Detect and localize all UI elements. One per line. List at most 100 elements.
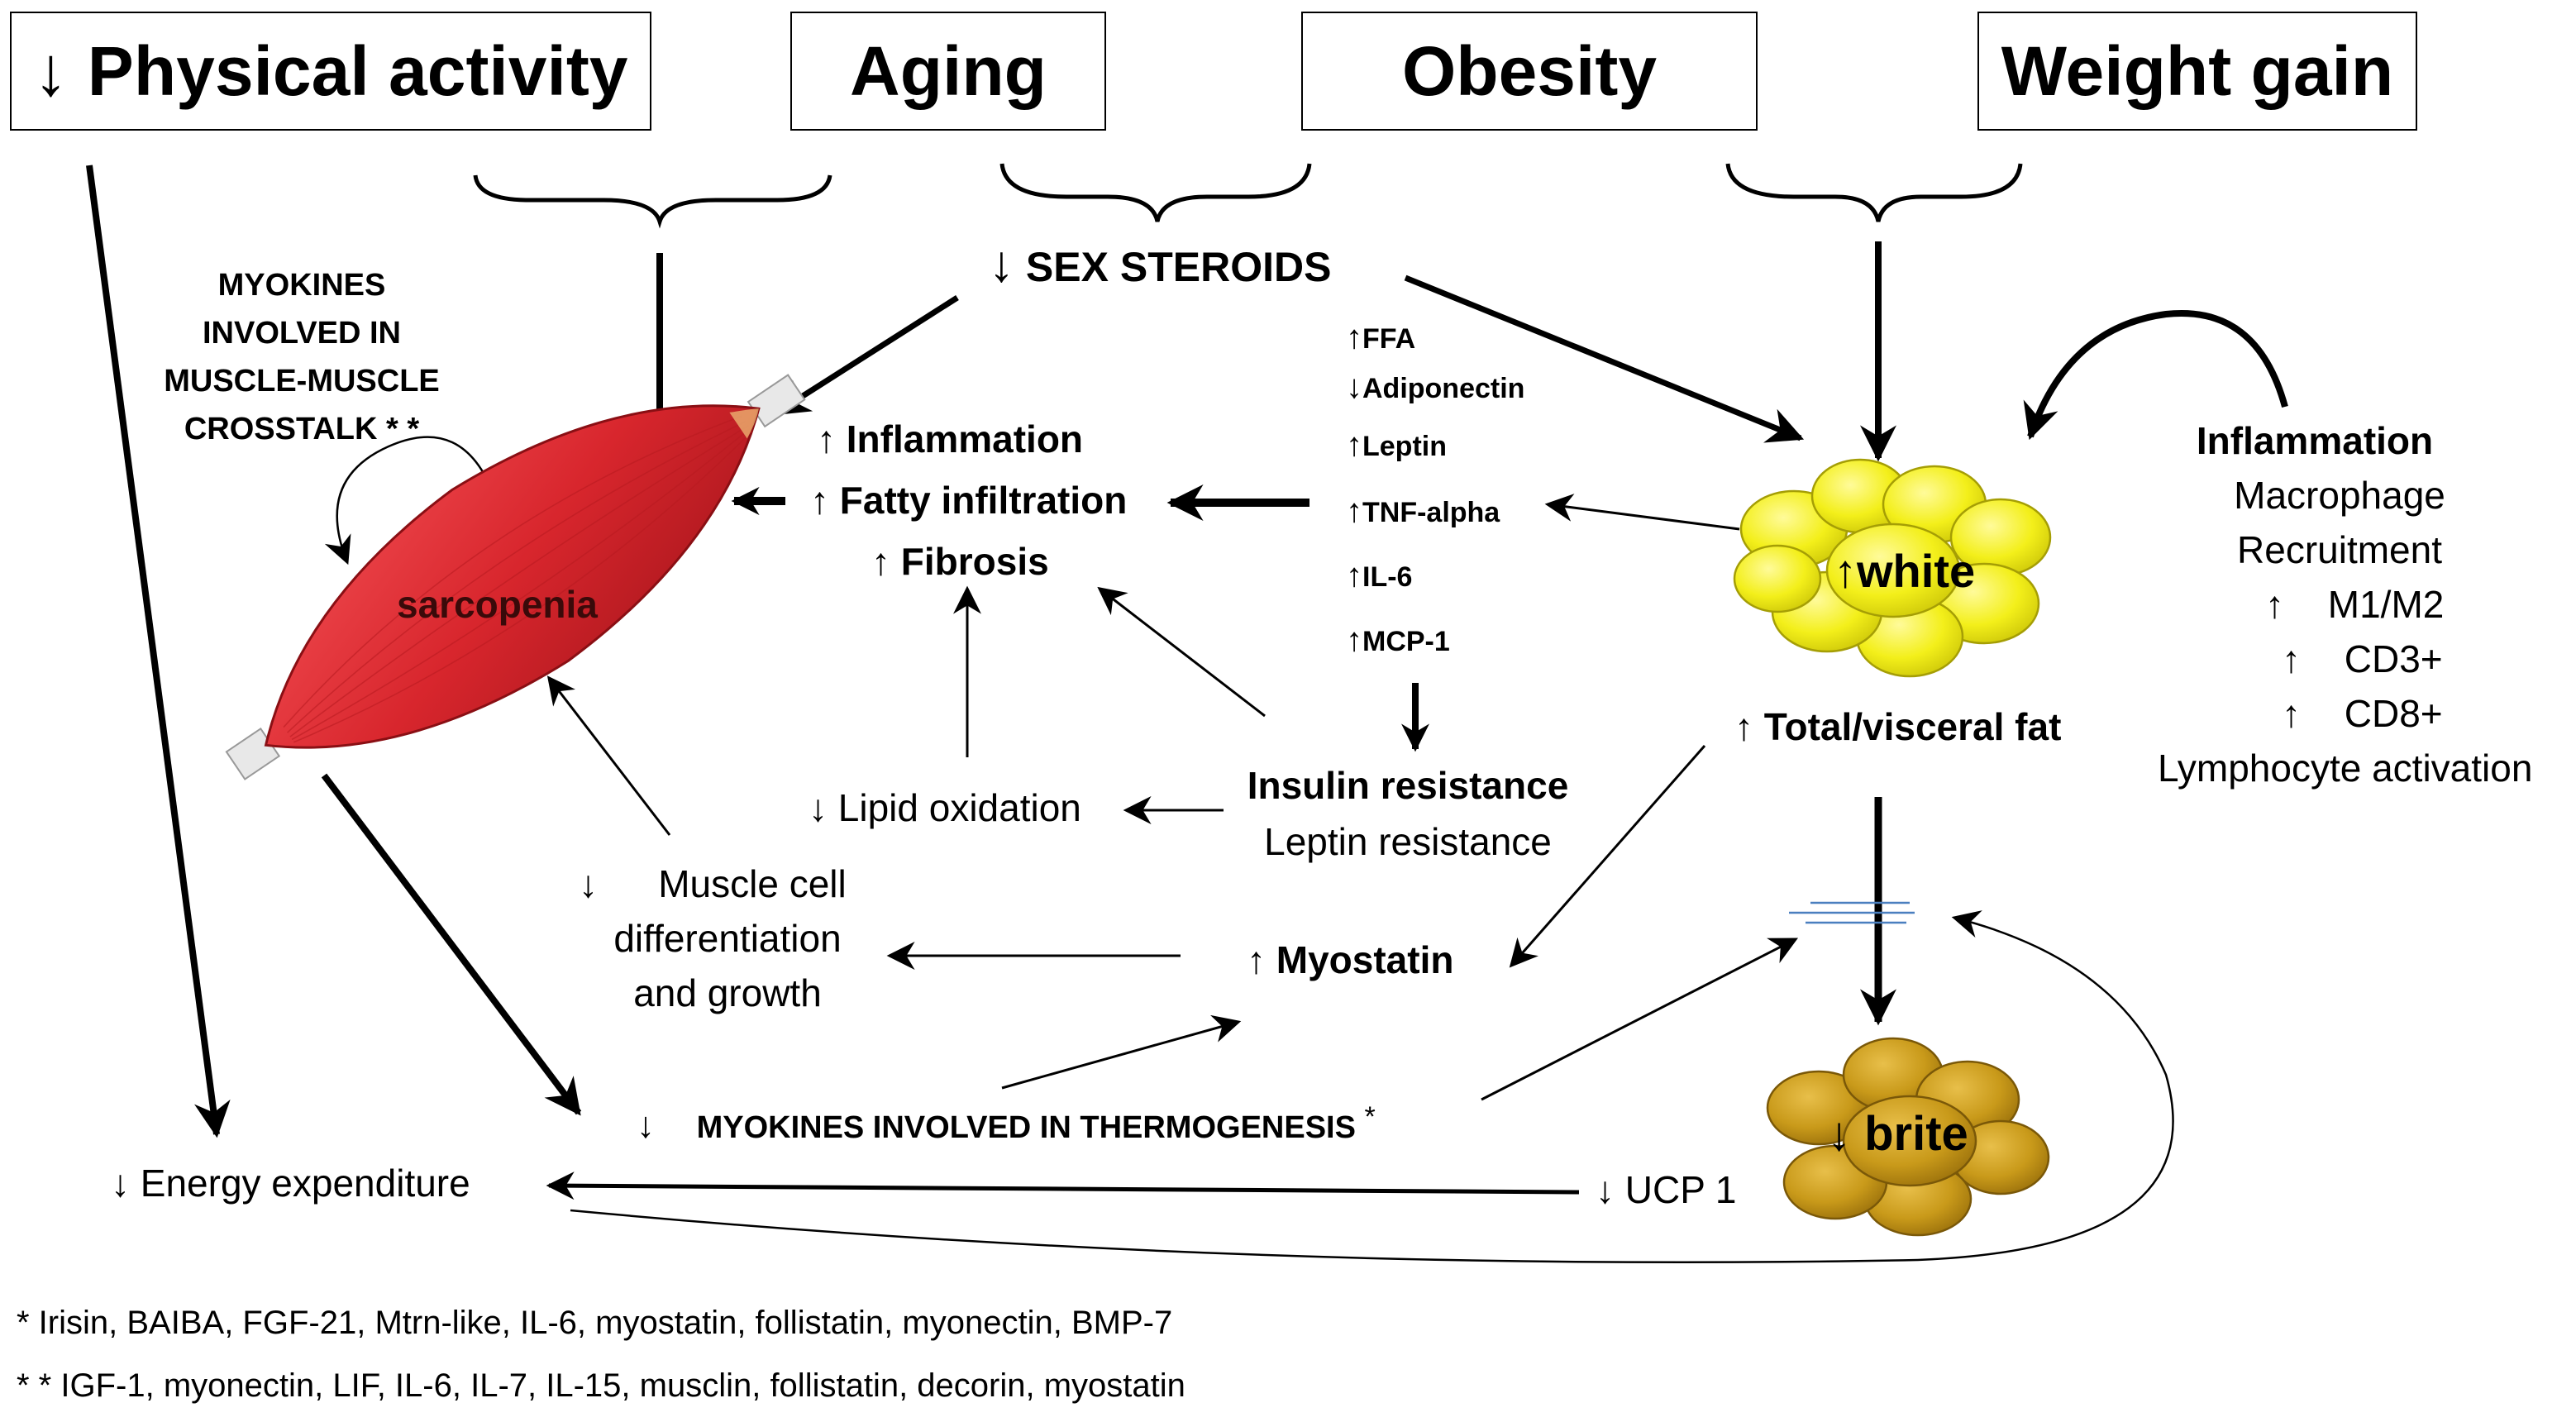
muscle-cell-line-2: differentiation <box>613 917 842 960</box>
arrow-insulin-to-fibrosis <box>1097 586 1266 718</box>
adipokine-label: Leptin <box>1362 431 1447 462</box>
muscle-cell-line-1: Muscle cell <box>658 862 847 905</box>
brace-aging-obesity <box>999 163 1312 222</box>
up-arrow-icon: ↑ <box>810 479 829 522</box>
adipokine-label: IL-6 <box>1362 561 1413 593</box>
lipid-oxidation: ↓ Lipid oxidation <box>809 786 1081 829</box>
adipokine-label: Adiponectin <box>1362 373 1525 404</box>
adipokine-arrow-icon: ↑ <box>1346 319 1362 356</box>
thermogenesis-label: MYOKINES INVOLVED IN THERMOGENESIS <box>696 1109 1356 1145</box>
ucp1-node: ↓ UCP 1 <box>1596 1168 1737 1211</box>
white-fat-cluster <box>1733 458 2052 678</box>
arrow-musclecell-to-muscle <box>546 675 671 836</box>
inflammation-panel: Inflammation Macrophage Recruitment ↑ M1… <box>2149 413 2563 795</box>
footnote-2: * * IGF-1, myonectin, LIF, IL-6, IL-7, I… <box>17 1367 1185 1404</box>
footnote-1: * Irisin, BAIBA, FGF-21, Mtrn-like, IL-6… <box>17 1305 1173 1341</box>
recruitment-label: Recruitment <box>2237 528 2442 571</box>
inflammation-panel-title: Inflammation <box>2196 419 2434 462</box>
adipokine-arrow-icon: ↑ <box>1346 427 1362 463</box>
lymphocyte-label: Lymphocyte activation <box>2158 747 2533 790</box>
energy-expenditure: ↓ Energy expenditure <box>111 1162 470 1205</box>
white-fat-label: ↑white <box>1834 545 1976 597</box>
cd3-row: ↑ CD3+ <box>2149 632 2563 686</box>
adipokine-item: ↑Leptin <box>1346 428 1447 463</box>
adipokine-item: ↑IL-6 <box>1346 559 1412 594</box>
box-weight-gain-label: Weight gain <box>2001 31 2394 110</box>
up-arrow-icon: ↑ <box>2265 583 2284 626</box>
arrow-steroids-to-white <box>1404 274 1805 443</box>
m1m2-label: M1/M2 <box>2327 583 2445 626</box>
up-arrow-icon: ↑ <box>871 540 890 583</box>
muscle-cell-text: Muscle cell differentiation and growth <box>595 857 860 1020</box>
muscle-illustration <box>225 374 806 780</box>
myokines-crosstalk-label: MYOKINES INVOLVED IN MUSCLE-MUSCLE CROSS… <box>149 261 455 453</box>
effect-inflammation: ↑ Inflammation <box>817 417 1083 461</box>
crosstalk-line-2: INVOLVED IN <box>203 316 401 351</box>
box-physical-activity: ↓ Physical activity <box>10 12 651 131</box>
thermogenesis-arrow: ↓ <box>637 1105 655 1146</box>
thermogenesis-star: * <box>1364 1101 1376 1133</box>
arrow-crosstalk-curve <box>324 436 496 565</box>
brace-aging-left <box>473 174 832 229</box>
sex-steroids-arrow: ↓ <box>989 236 1014 293</box>
cd8-row: ↑ CD8+ <box>2149 686 2563 741</box>
brite-fat-cluster <box>1766 1037 2050 1237</box>
arrow-thermo-to-myostatin <box>1001 1014 1242 1090</box>
arrow-white-to-tnf <box>1544 494 1740 531</box>
effect-fatty-label: Fatty infiltration <box>839 479 1128 522</box>
effect-inflammation-label: Inflammation <box>846 418 1084 460</box>
adipokine-arrow-icon: ↑ <box>1346 557 1362 594</box>
thermogenesis-node: ↓ MYOKINES INVOLVED IN THERMOGENESIS * <box>637 1101 1376 1147</box>
brite-fat-label: ↓ brite <box>1827 1107 1968 1161</box>
up-arrow-icon: ↑ <box>2282 637 2301 680</box>
box-weight-gain: Weight gain <box>1977 12 2417 131</box>
macrophage-label: Macrophage <box>2234 474 2445 517</box>
sex-steroids-node: ↓ SEX STEROIDS <box>989 235 1331 293</box>
adipokine-arrow-icon: ↑ <box>1346 493 1362 529</box>
adipokine-label: TNF-alpha <box>1362 497 1500 528</box>
sex-steroids-label: SEX STEROIDS <box>1025 244 1332 290</box>
adipokine-item: ↑TNF-alpha <box>1346 494 1500 529</box>
crosstalk-line-3: MUSCLE-MUSCLE <box>164 364 440 398</box>
arrow-ucp1-to-energy <box>546 1171 1580 1200</box>
cd8-label: CD8+ <box>2344 692 2443 735</box>
myostatin-node: ↑ Myostatin <box>1247 938 1454 981</box>
adipokine-label: FFA <box>1362 323 1416 355</box>
brace-weight-gain <box>1725 163 2023 222</box>
box-obesity: Obesity <box>1301 12 1758 131</box>
total-visceral-fat: ↑ Total/visceral fat <box>1734 705 2062 748</box>
sarcopenia-label: sarcopenia <box>397 583 598 626</box>
muscle-cell-line-3: and growth <box>633 971 822 1014</box>
adipokine-arrow-icon: ↓ <box>1346 369 1362 405</box>
effect-fatty-infiltration: ↑ Fatty infiltration <box>810 478 1127 523</box>
adipokine-label: MCP-1 <box>1362 626 1450 657</box>
cd3-label: CD3+ <box>2344 637 2443 680</box>
arrow-steroids-to-inflammation <box>772 295 959 416</box>
resistance-node: Insulin resistance Leptin resistance <box>1230 757 1586 870</box>
crosstalk-line-1: MYOKINES <box>217 268 386 303</box>
arrow-inflammation-to-white <box>2023 310 2288 441</box>
m1m2-row: ↑ M1/M2 <box>2149 577 2563 632</box>
adipokine-item: ↓Adiponectin <box>1346 370 1524 405</box>
box-physical-activity-label: ↓ Physical activity <box>33 31 628 110</box>
muscle-cell-arrow: ↓ <box>579 862 598 905</box>
arrow-fat-to-myostatin <box>1509 745 1706 968</box>
effect-fibrosis: ↑ Fibrosis <box>871 539 1049 584</box>
leptin-resistance-label: Leptin resistance <box>1264 820 1552 863</box>
arrow-physical-to-energy <box>86 165 231 1138</box>
crosstalk-line-4: CROSSTALK * * <box>184 412 420 446</box>
box-aging: Aging <box>790 12 1106 131</box>
arrow-thermo-to-brite <box>1481 938 1799 1101</box>
effect-fibrosis-label: Fibrosis <box>900 540 1049 583</box>
box-aging-label: Aging <box>850 31 1047 110</box>
adipokine-arrow-icon: ↑ <box>1346 622 1362 658</box>
up-arrow-icon: ↑ <box>2282 692 2301 735</box>
arrow-muscle-to-thermo <box>321 773 582 1116</box>
insulin-resistance-label: Insulin resistance <box>1247 764 1569 807</box>
adipokine-item: ↑FFA <box>1346 321 1415 356</box>
adipokine-item: ↑MCP-1 <box>1346 623 1450 658</box>
arrow-energy-loop <box>570 910 2174 1264</box>
box-obesity-label: Obesity <box>1401 31 1658 110</box>
up-arrow-icon: ↑ <box>817 418 836 460</box>
